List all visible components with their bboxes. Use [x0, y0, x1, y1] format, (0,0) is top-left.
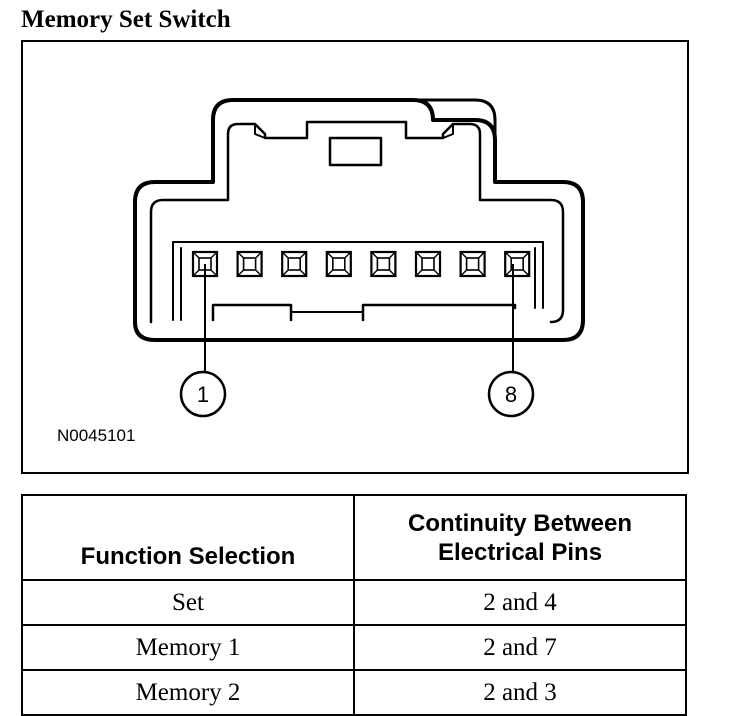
- connector-housing-inner: [149, 120, 565, 324]
- connector-housing-outer: [133, 98, 585, 342]
- pin-8-callout: 8: [487, 370, 535, 418]
- function-cell: Memory 1: [21, 624, 355, 671]
- pin-cavity-8: [504, 250, 531, 278]
- pins-cell: 2 and 4: [353, 579, 687, 626]
- figure-id: N0045101: [57, 426, 136, 445]
- page-title: Memory Set Switch: [21, 6, 231, 33]
- pin-cavity-3: [281, 250, 308, 278]
- table-row: Memory 2 2 and 3: [21, 669, 687, 716]
- pin-1-callout-label: 1: [197, 382, 209, 407]
- connector-latch: [328, 136, 383, 167]
- pin-1-callout: 1: [179, 370, 227, 418]
- pins-cell: 2 and 7: [353, 624, 687, 671]
- pin-cavity-4: [325, 250, 352, 278]
- header-function-selection: Function Selection: [21, 494, 355, 581]
- connector-drawing: 1 8: [133, 98, 585, 418]
- pin-cavity-2: [236, 250, 263, 278]
- continuity-table: Function Selection Continuity Between El…: [21, 494, 687, 716]
- connector-pins: [191, 250, 531, 278]
- pin-cavity-7: [459, 250, 486, 278]
- header-continuity: Continuity Between Electrical Pins: [353, 494, 687, 581]
- function-cell: Memory 2: [21, 669, 355, 716]
- connector-diagram: 1 8 N0045101: [21, 40, 689, 474]
- table-header-row: Function Selection Continuity Between El…: [21, 494, 687, 581]
- function-cell: Set: [21, 579, 355, 626]
- table-row: Set 2 and 4: [21, 579, 687, 626]
- pins-cell: 2 and 3: [353, 669, 687, 716]
- pin-8-callout-label: 8: [505, 382, 517, 407]
- pin-cavity-5: [370, 250, 397, 278]
- table-row: Memory 1 2 and 7: [21, 624, 687, 671]
- pin-cavity-6: [414, 250, 442, 278]
